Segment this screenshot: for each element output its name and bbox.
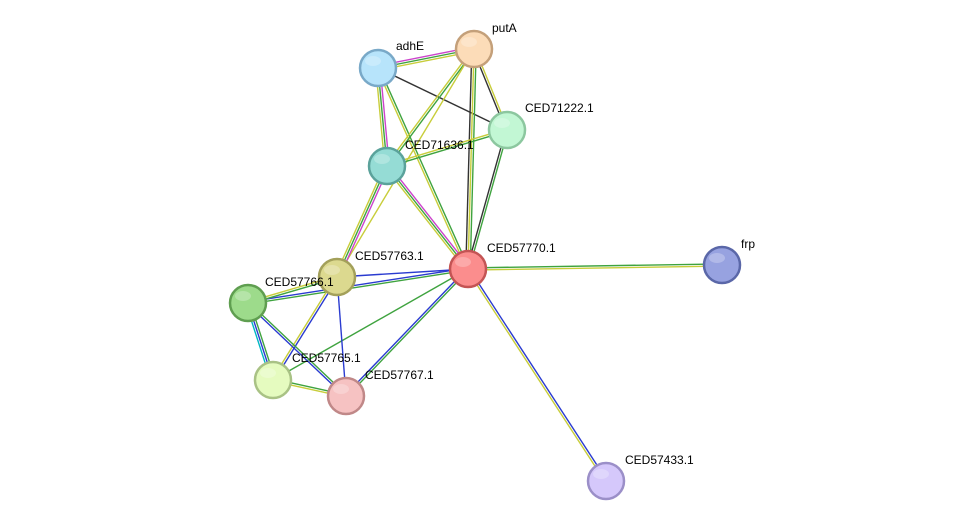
edge-line-experiments [338,166,390,279]
edge-line-coexpression [377,67,508,131]
edge-line-textmining [271,276,337,380]
edge-CED57770.1-CED57765.1[interactable] [272,268,469,381]
edge-CED71636.1-CED57770.1[interactable] [384,164,471,271]
node-label: putA [492,21,517,35]
edge-line-textmining [386,128,507,166]
edge-line-neighborhood [336,165,388,278]
edge-line-cooccurrence [344,267,468,396]
node-highlight [593,469,609,479]
node-highlight [455,257,471,267]
node-circle[interactable] [317,257,357,297]
node-CED57433.1[interactable]: CED57433.1 [586,453,694,501]
node-circle[interactable] [253,360,293,400]
edge-line-textmining [334,164,386,277]
node-highlight [374,154,390,164]
edge-line-coexpression [465,48,473,269]
node-CED71636.1[interactable]: CED71636.1 [367,138,474,186]
node-putA[interactable]: putA [454,21,517,69]
node-circle[interactable] [448,249,488,289]
node-label: CED71222.1 [525,101,594,115]
node-label: frp [741,237,755,251]
edge-line-textmining [467,48,475,270]
edge-line-neighborhood [386,165,469,270]
node-highlight [333,384,349,394]
edge-line-experiments [388,164,471,269]
node-CED57767.1[interactable]: CED57767.1 [326,368,434,416]
node-circle[interactable] [586,461,626,501]
node-label: CED57433.1 [625,453,694,467]
edge-line-cooccurrence [273,277,339,381]
edge-CED57770.1-CED57767.1[interactable] [344,267,470,398]
edge-adhE-CED71222.1[interactable] [377,67,508,131]
edge-CED57770.1-CED57766.1[interactable] [247,267,469,305]
node-label: CED57765.1 [292,351,361,365]
edge-line-textmining [385,47,474,166]
node-circle[interactable] [358,48,398,88]
edge-line-cooccurrence [336,276,347,397]
edge-line-coexpression [466,129,507,269]
node-circle[interactable] [702,245,742,285]
node-CED57763.1[interactable]: CED57763.1 [317,249,424,297]
node-label: CED57766.1 [265,275,334,289]
edge-line-neighborhood [272,268,469,381]
node-label: CED57770.1 [487,241,556,255]
edge-line-neighborhood [387,130,508,168]
edge-line-neighborhood [387,49,476,168]
node-circle[interactable] [367,146,407,186]
edge-CED57770.1-frp[interactable] [467,263,723,271]
node-highlight [494,118,510,128]
edge-putA-CED71636.1[interactable] [385,47,476,168]
node-highlight [709,253,725,263]
edge-line-neighborhood [378,67,470,269]
edge-CED57770.1-CED57433.1[interactable] [466,268,608,482]
node-CED57765.1[interactable]: CED57765.1 [253,351,361,400]
node-label: CED57763.1 [355,249,424,263]
node-label: adhE [396,39,424,53]
edge-line-cooccurrence [468,268,608,481]
edge-line-neighborhood [468,130,509,270]
edge-CED57770.1-CED57763.1[interactable] [336,268,469,278]
node-label: CED57767.1 [365,368,434,382]
node-highlight [324,265,340,275]
edge-CED71636.1-CED57763.1[interactable] [334,164,390,279]
edge-adhE-CED57770.1[interactable] [376,67,470,270]
edge-line-textmining [468,265,723,271]
edge-line-neighborhood [467,263,722,269]
edge-line-neighborhood [248,301,348,396]
edge-line-textmining [376,68,468,270]
node-highlight [365,56,381,66]
node-circle[interactable] [326,376,366,416]
edge-CED71222.1-CED71636.1[interactable] [386,128,508,168]
edge-line-cooccurrence [336,268,469,278]
edge-line-neighborhood [469,49,477,270]
edge-CED57763.1-CED57767.1[interactable] [336,276,347,397]
edge-line-cooccurrence [247,267,468,303]
node-CED57766.1[interactable]: CED57766.1 [228,275,334,323]
edge-line-neighborhood [346,269,470,398]
node-highlight [461,37,477,47]
node-CED57770.1[interactable]: CED57770.1 [448,241,556,289]
node-highlight [235,291,251,301]
node-circle[interactable] [487,110,527,150]
node-label: CED71636.1 [405,138,474,152]
edge-line-neighborhood [248,269,469,305]
edge-putA-CED57770.1[interactable] [465,48,477,270]
node-circle[interactable] [228,283,268,323]
edge-CED57763.1-CED57765.1[interactable] [271,276,339,381]
edge-line-textmining [384,166,467,271]
node-frp[interactable]: frp [702,237,755,285]
node-circle[interactable] [454,29,494,69]
edge-line-textmining [466,269,606,482]
node-highlight [260,368,276,378]
edge-line-cooccurrence [246,303,346,398]
node-CED71222.1[interactable]: CED71222.1 [487,101,594,150]
node-adhE[interactable]: adhE [358,39,424,88]
edge-CED57766.1-CED57767.1[interactable] [246,301,348,398]
edge-CED71222.1-CED57770.1[interactable] [466,129,509,270]
